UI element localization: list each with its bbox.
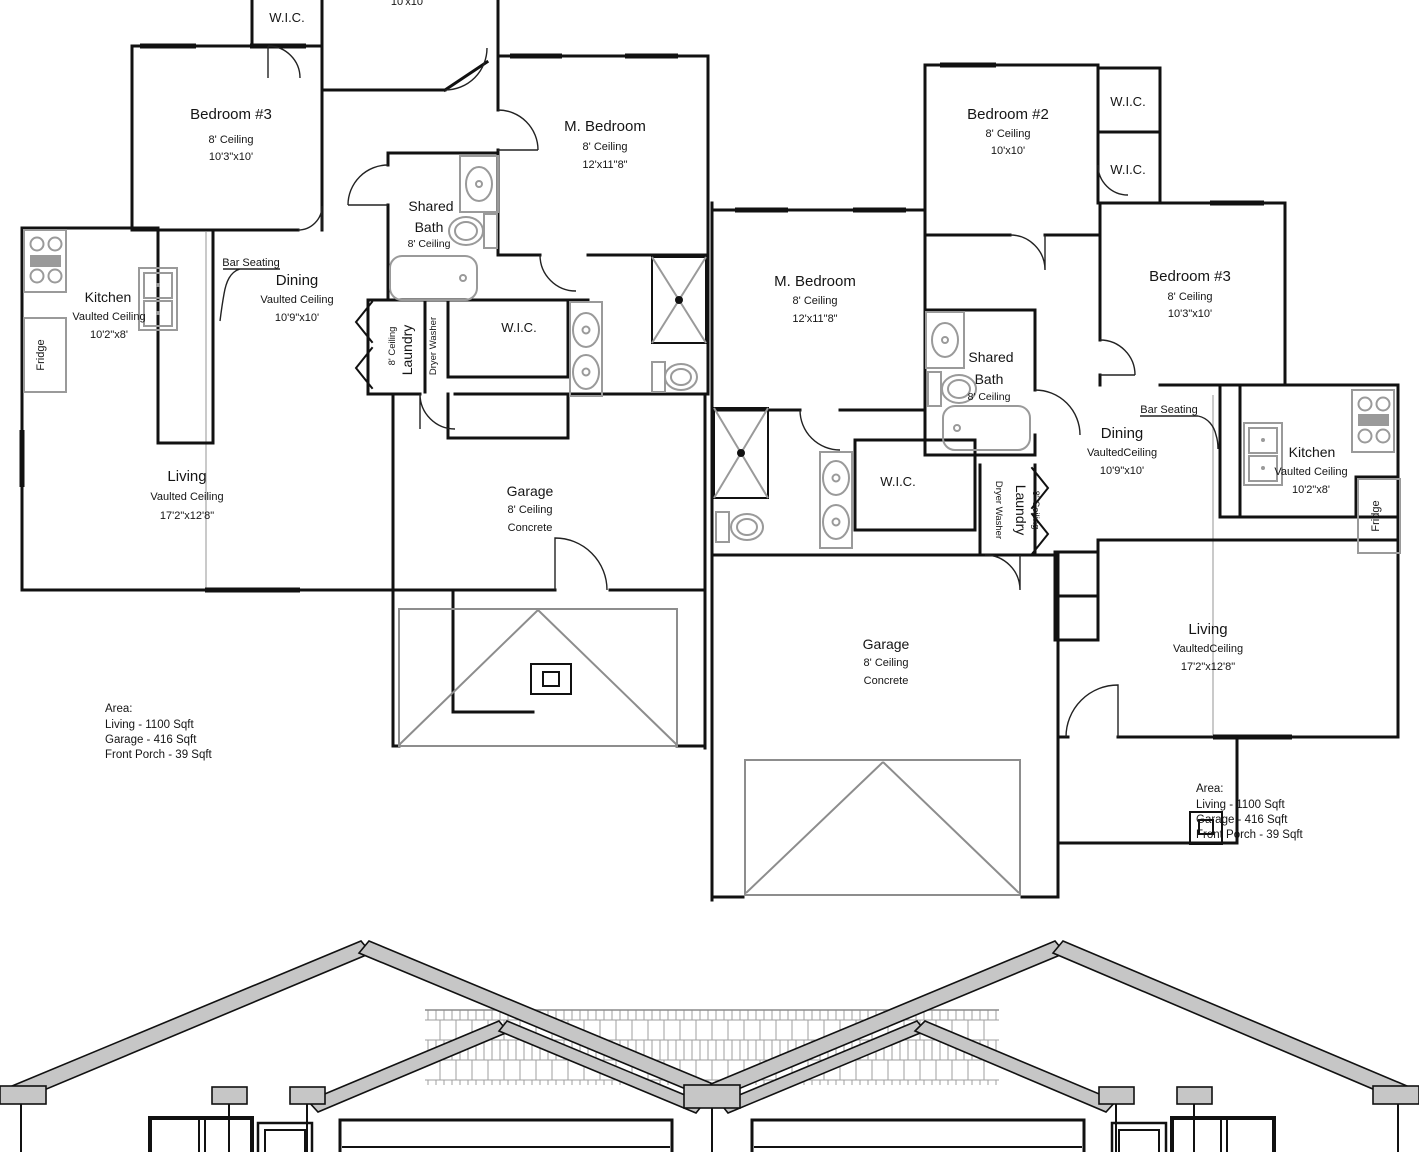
front-elevation <box>0 940 1419 1152</box>
left-master-ceiling: 8' Ceiling <box>583 141 628 153</box>
right-living-dim: 17'2"x12'8" <box>1181 661 1235 673</box>
left-garage-door <box>398 608 678 747</box>
shingle-band <box>425 1010 999 1085</box>
right-main-gable-right-slope <box>1051 940 1409 1099</box>
left-unit-windows <box>19 43 678 593</box>
right-dining-ceiling: VaultedCeiling <box>1087 447 1157 459</box>
right-bedroom3-dim: 10'3"x10' <box>1168 308 1212 320</box>
right-unit-plan: Bedroom #2 8' Ceiling 10'x10' W.I.C. W.I… <box>703 62 1401 902</box>
left-bedroom2-partial-dim: 10'x10' <box>391 0 425 8</box>
left-dining-name: Dining <box>276 272 319 289</box>
left-unit-fixtures <box>23 155 707 747</box>
left-garage-gable-right-slope <box>497 1020 706 1114</box>
right-laundry-name: Laundry <box>1013 485 1029 536</box>
left-kitchen-dim: 10'2"x8' <box>90 329 128 341</box>
elevation-door-right <box>1110 1121 1168 1152</box>
left-master-dim: 12'x11"8" <box>582 159 627 171</box>
right-wic-master-label: W.I.C. <box>880 474 915 489</box>
right-sharedbath-line1: Shared <box>968 349 1013 365</box>
left-unit-walls <box>20 0 710 750</box>
right-bedroom2-dim: 10'x10' <box>991 145 1025 157</box>
right-bedroom2-name: Bedroom #2 <box>967 106 1049 123</box>
left-wic-top-label: W.I.C. <box>269 10 304 25</box>
left-laundry-ceiling: 8' Ceiling <box>387 327 398 366</box>
left-wic-master-label: W.I.C. <box>501 320 536 335</box>
right-garage-floor: Concrete <box>864 675 909 687</box>
right-wic-top2-label: W.I.C. <box>1110 162 1145 177</box>
left-unit-plan: W.I.C. 10'x10' Bedroom #3 8' Ceiling 10'… <box>19 0 710 761</box>
right-dining-dim: 10'9"x10' <box>1100 465 1144 477</box>
left-master-name: M. Bedroom <box>564 118 646 135</box>
right-bar-seating-label: Bar Seating <box>1140 404 1197 416</box>
right-area-living: Living - 1100 Sqft <box>1196 799 1285 811</box>
right-living-name: Living <box>1188 621 1227 638</box>
right-kitchen-ceiling: Vaulted Ceiling <box>1274 466 1347 478</box>
right-unit-fixtures <box>713 311 1401 896</box>
left-garage-ceiling: 8' Ceiling <box>508 504 553 516</box>
right-master-dim: 12'x11"8" <box>792 313 837 325</box>
eave-caps <box>0 1084 1419 1109</box>
right-area-garage: Garage - 416 Sqft <box>1196 814 1288 826</box>
left-laundry-name: Laundry <box>399 325 415 376</box>
left-living-ceiling: Vaulted Ceiling <box>150 491 223 503</box>
right-sharedbath-line2: Bath <box>975 371 1004 387</box>
left-unit-labels: W.I.C. 10'x10' Bedroom #3 8' Ceiling 10'… <box>35 0 646 761</box>
left-main-gable-left-slope <box>10 940 373 1099</box>
elevation-garage-door-right <box>750 1118 1086 1152</box>
right-bedroom3-ceiling: 8' Ceiling <box>1168 291 1213 303</box>
left-bar-seating-label: Bar Seating <box>222 257 279 269</box>
left-area-porch: Front Porch - 39 Sqft <box>105 749 213 761</box>
right-dining-name: Dining <box>1101 425 1144 442</box>
left-bedroom3-name: Bedroom #3 <box>190 106 272 123</box>
left-dining-dim: 10'9"x10' <box>275 312 319 324</box>
right-laundry-appliances: Dryer Washer <box>993 481 1004 539</box>
elevation-window-left <box>148 1116 254 1152</box>
elevation-door-left <box>256 1121 314 1152</box>
left-bedroom3-ceiling: 8' Ceiling <box>209 134 254 146</box>
left-unit-door-arcs <box>267 45 608 591</box>
right-area-summary: Area: Living - 1100 Sqft Garage - 416 Sq… <box>1196 783 1304 841</box>
left-area-title: Area: <box>105 703 133 715</box>
right-area-title: Area: <box>1196 783 1224 795</box>
right-wic-top1-label: W.I.C. <box>1110 94 1145 109</box>
elevation-window-right <box>1170 1116 1276 1152</box>
left-living-dim: 17'2"x12'8" <box>160 510 214 522</box>
left-area-summary: Area: Living - 1100 Sqft Garage - 416 Sq… <box>105 703 213 761</box>
left-garage-name: Garage <box>507 483 554 499</box>
left-laundry-appliances: Dryer Washer <box>428 317 439 375</box>
left-area-living: Living - 1100 Sqft <box>105 719 194 731</box>
right-master-name: M. Bedroom <box>774 273 856 290</box>
right-sharedbath-ceiling: 8' Ceiling <box>968 391 1011 403</box>
right-garage-ceiling: 8' Ceiling <box>864 657 909 669</box>
right-living-ceiling: VaultedCeiling <box>1173 643 1243 655</box>
left-living-name: Living <box>167 468 206 485</box>
right-master-ceiling: 8' Ceiling <box>793 295 838 307</box>
left-area-garage: Garage - 416 Sqft <box>105 734 197 746</box>
left-sharedbath-line2: Bath <box>415 219 444 235</box>
right-kitchen-dim: 10'2"x8' <box>1292 484 1330 496</box>
right-garage-door <box>744 759 1021 896</box>
right-bedroom2-ceiling: 8' Ceiling <box>986 128 1031 140</box>
right-kitchen-name: Kitchen <box>1289 444 1336 460</box>
left-dining-ceiling: Vaulted Ceiling <box>260 294 333 306</box>
left-kitchen-ceiling: Vaulted Ceiling <box>72 311 145 323</box>
left-bedroom3-dim: 10'3"x10' <box>209 151 253 163</box>
right-bedroom3-name: Bedroom #3 <box>1149 268 1231 285</box>
right-unit-walls <box>703 63 1400 902</box>
left-garage-floor: Concrete <box>508 522 553 534</box>
left-fridge-label: Fridge <box>35 339 47 370</box>
right-garage-gable-right-slope <box>913 1020 1118 1113</box>
left-sharedbath-line1: Shared <box>408 198 453 214</box>
right-laundry-ceiling: 8' Ceiling <box>1030 491 1041 530</box>
left-sharedbath-ceiling: 8' Ceiling <box>408 238 451 250</box>
right-garage-name: Garage <box>863 636 910 652</box>
left-kitchen-name: Kitchen <box>85 289 132 305</box>
right-area-porch: Front Porch - 39 Sqft <box>1196 829 1304 841</box>
elevation-garage-door-left <box>338 1118 674 1152</box>
right-unit-labels: Bedroom #2 8' Ceiling 10'x10' W.I.C. W.I… <box>774 94 1382 841</box>
right-unit-door-arcs <box>799 164 1136 738</box>
right-unit-windows <box>735 62 1292 740</box>
right-fridge-label: Fridge <box>1370 500 1382 531</box>
